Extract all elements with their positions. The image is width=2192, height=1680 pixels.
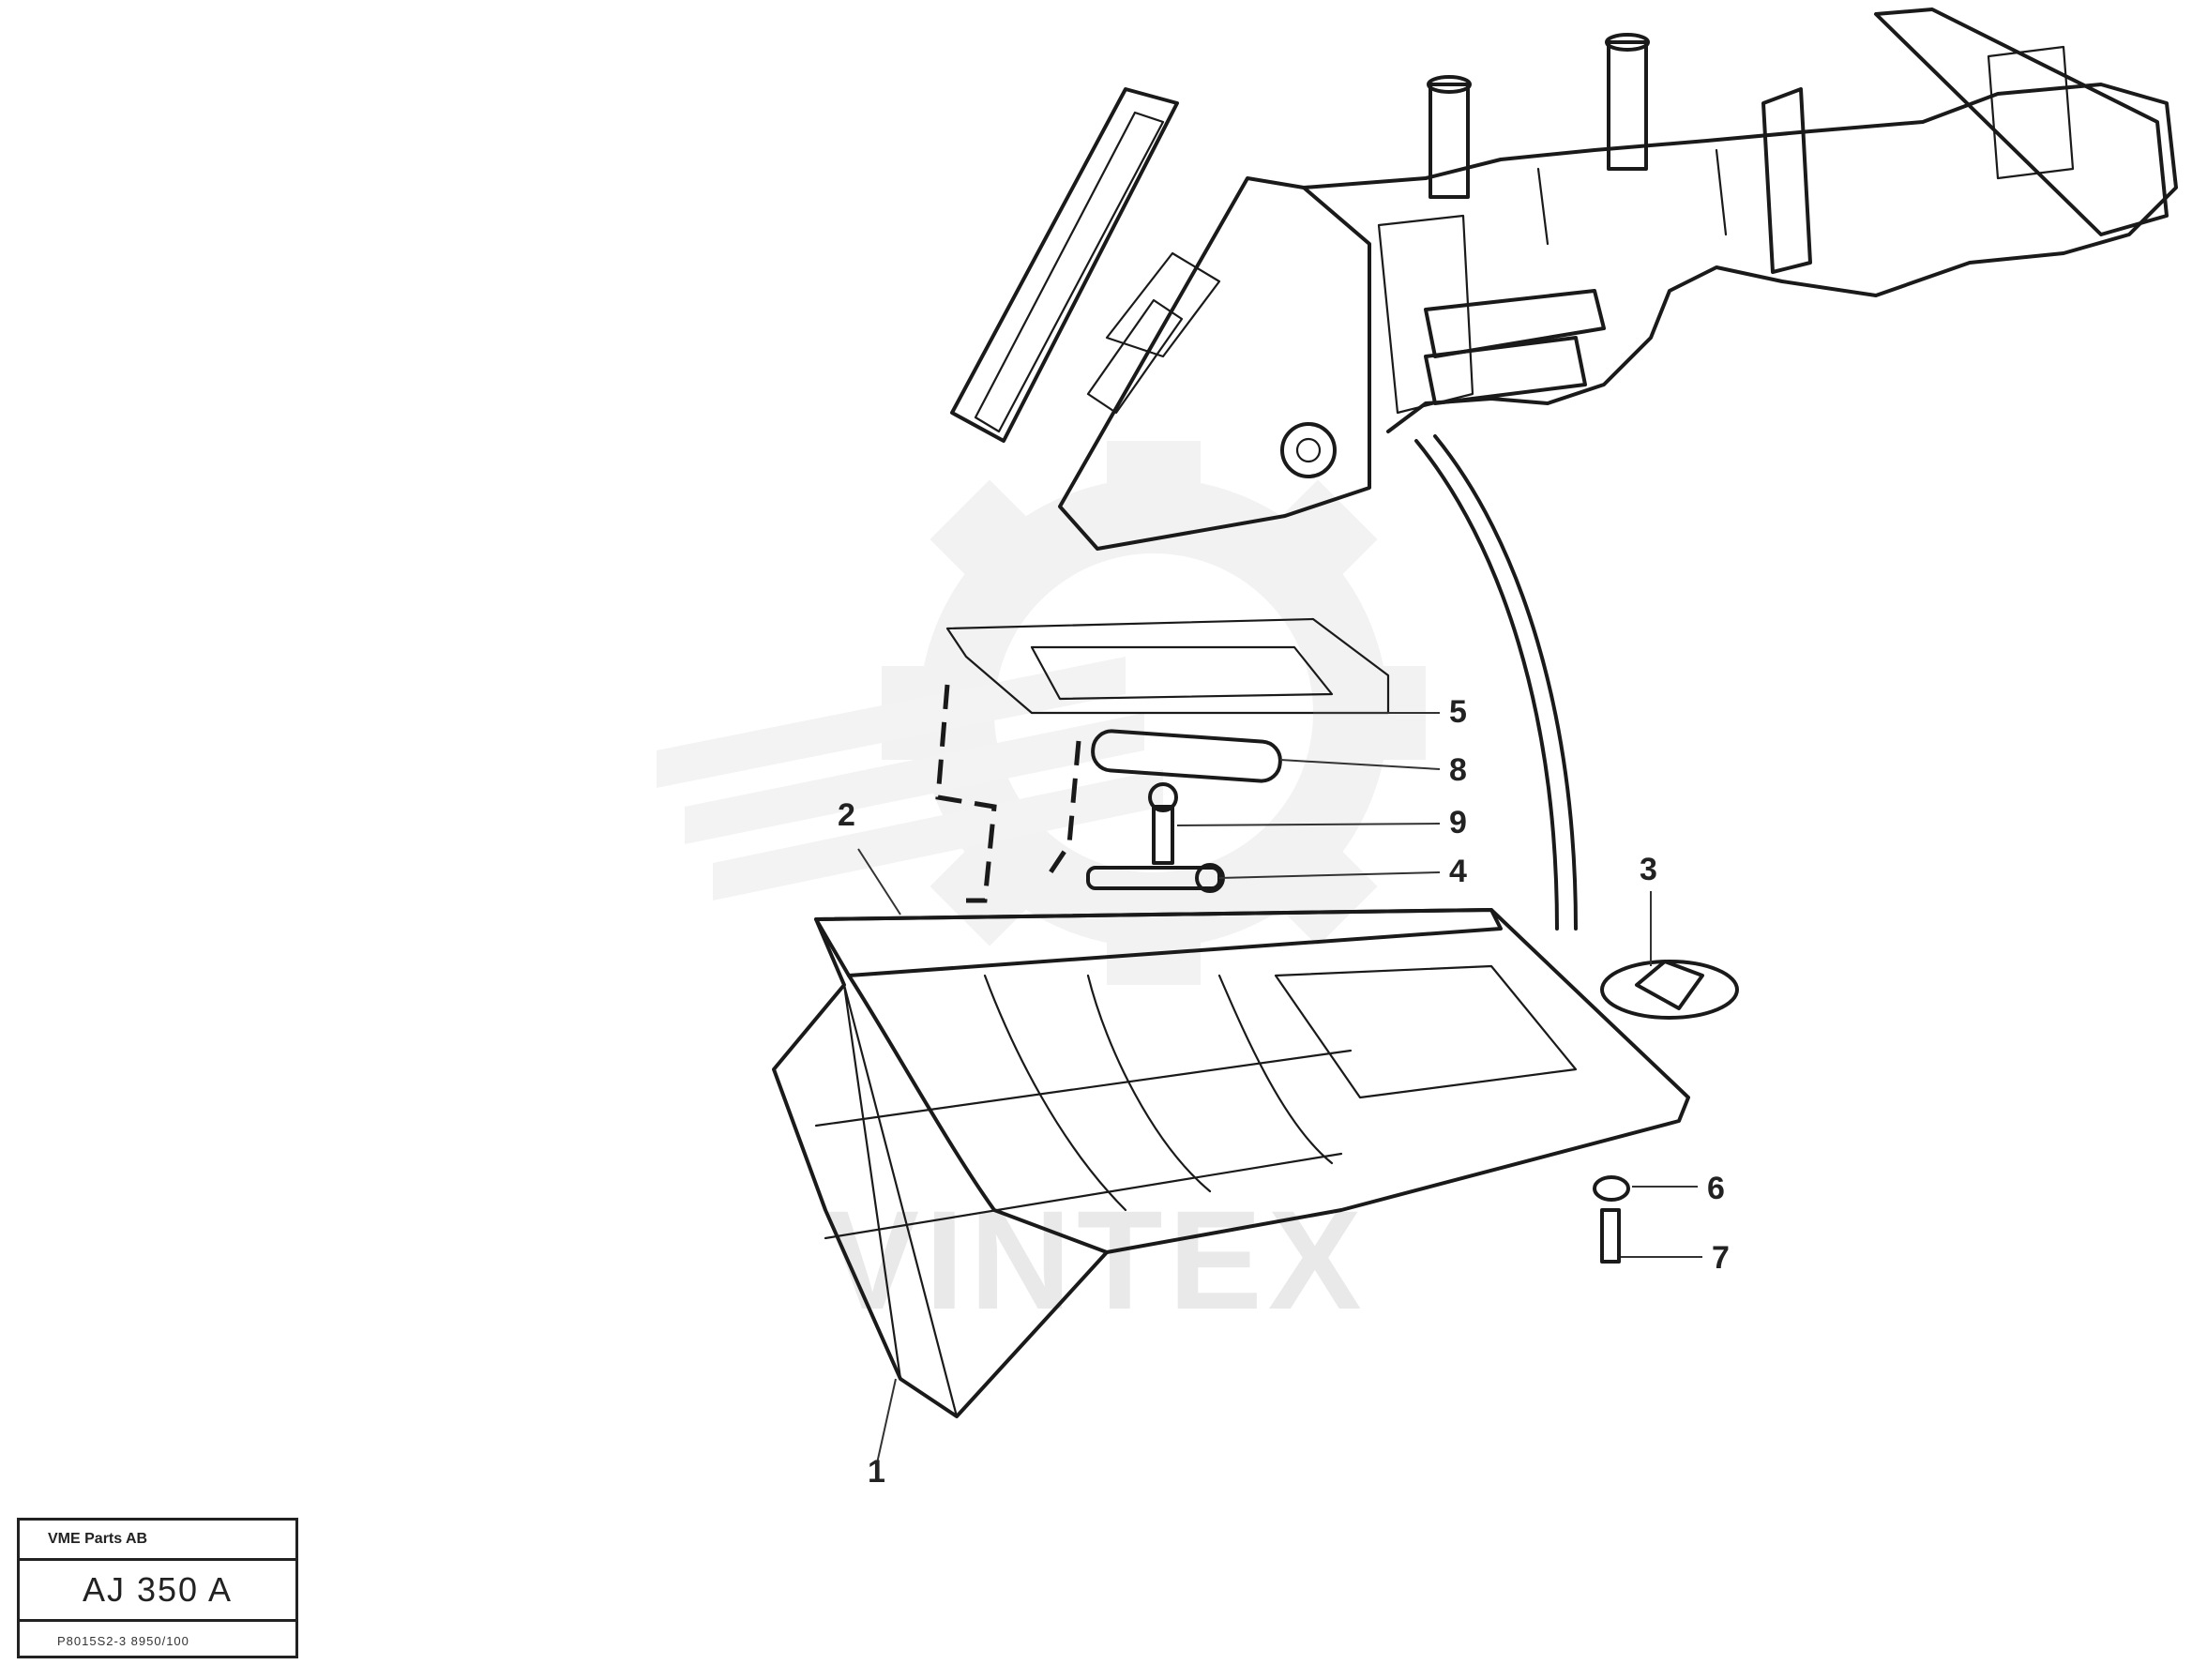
callout-7: 7 <box>1712 1240 1730 1276</box>
watermark-logo <box>657 441 1426 985</box>
bucket <box>772 908 1690 1418</box>
title-block-company: VME Parts AB <box>20 1521 295 1561</box>
callout-5: 5 <box>1449 694 1467 730</box>
watermark-text: VINTEX <box>825 1181 1368 1339</box>
callout-9: 9 <box>1449 805 1467 840</box>
mount-pad <box>1600 960 1739 1020</box>
callout-6: 6 <box>1707 1171 1725 1206</box>
callout-4: 4 <box>1449 854 1467 889</box>
title-block-reference: P8015S2-3 8950/100 <box>57 1633 189 1648</box>
cylinder <box>1091 729 1282 865</box>
loader-frame <box>950 8 2178 551</box>
title-block-drawing-number: AJ 350 A <box>20 1561 295 1622</box>
screw <box>1600 1208 1621 1264</box>
callout-8: 8 <box>1449 752 1467 788</box>
callout-2: 2 <box>838 797 855 833</box>
nut <box>1593 1175 1630 1202</box>
callout-3: 3 <box>1640 852 1657 887</box>
title-block: VME Parts AB AJ 350 A P8015S2-3 8950/100 <box>17 1518 298 1658</box>
leader-lines <box>857 712 1702 1464</box>
callout-1: 1 <box>868 1454 885 1490</box>
hose <box>1414 434 1578 931</box>
callout-labels: 1 2 3 4 5 6 7 8 9 <box>838 694 1730 1490</box>
